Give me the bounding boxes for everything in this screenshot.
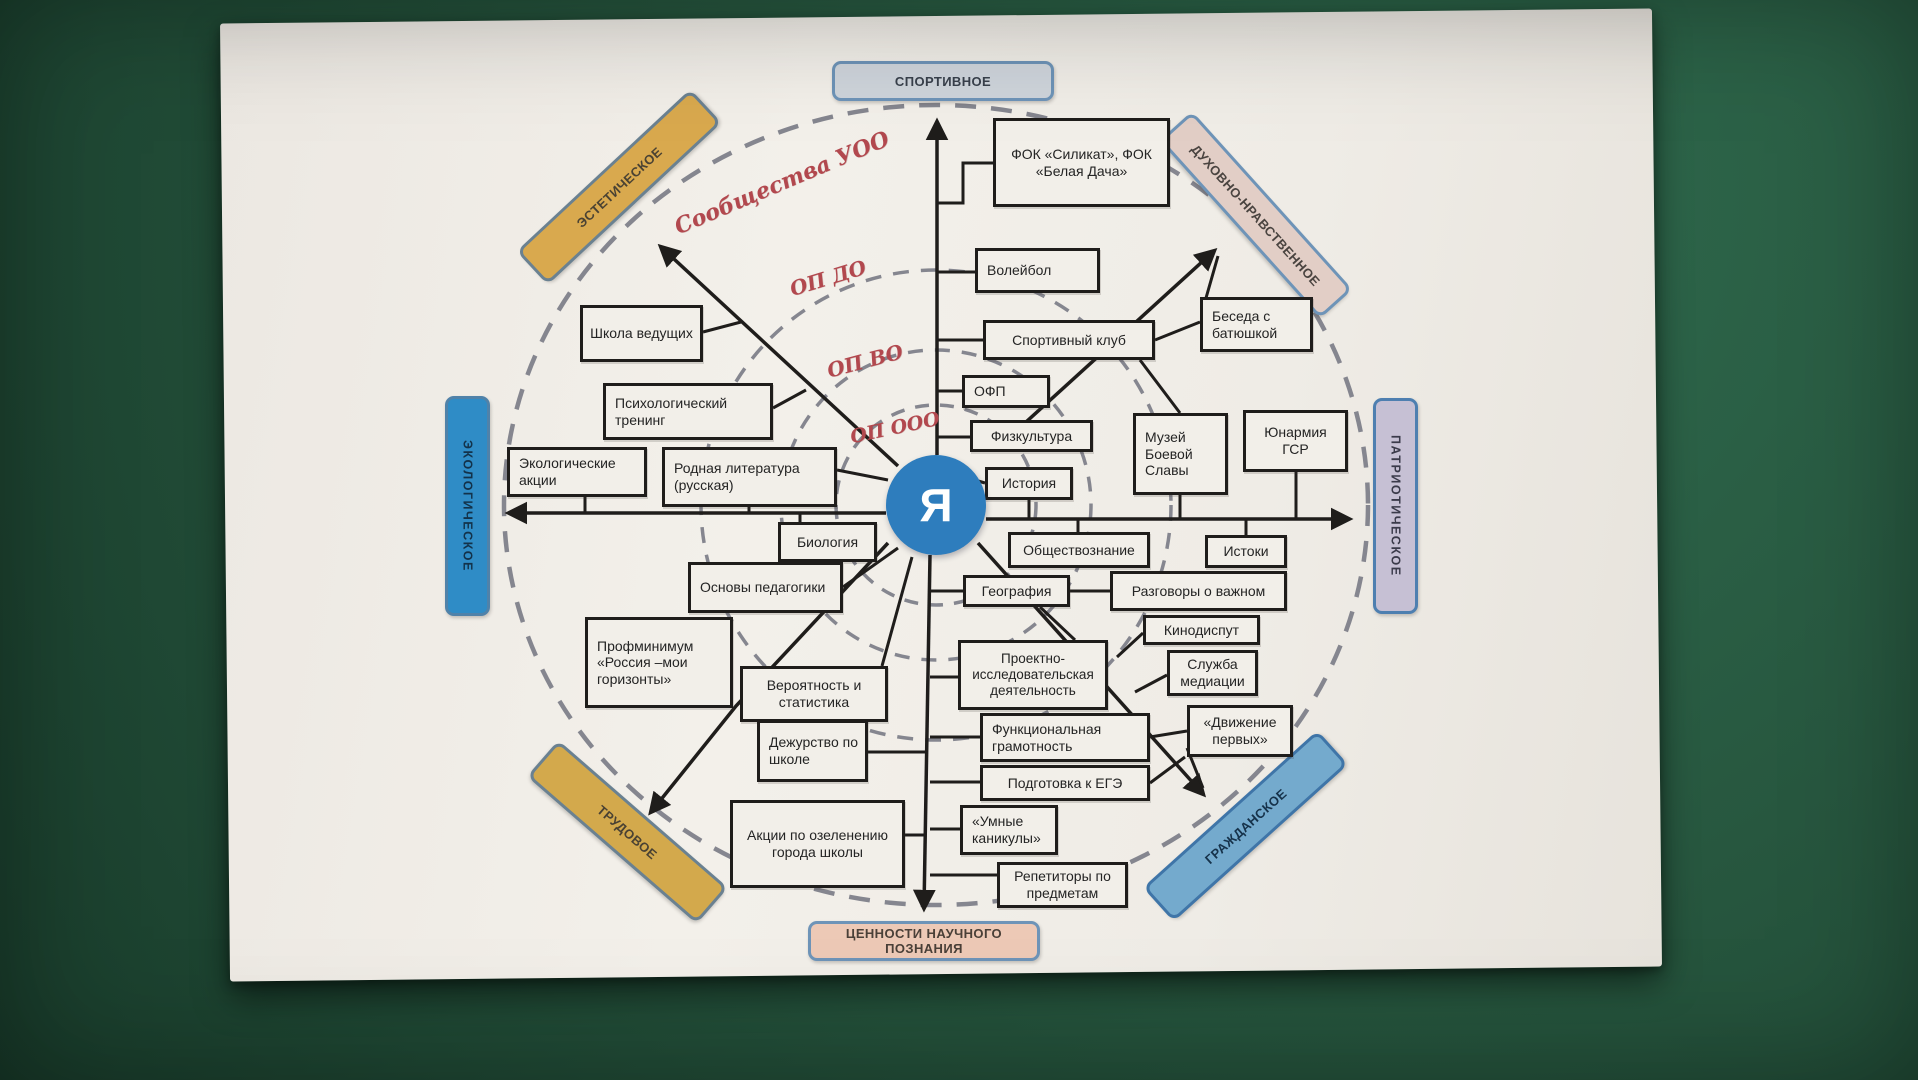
node-proektno-issledovatelskaya: Проектно-исследовательская деятельность [958, 640, 1108, 710]
direction-patrioticheskoe: ПАТРИОТИЧЕСКОЕ [1373, 398, 1418, 614]
direction-sportivnoe: СПОРТИВНОЕ [832, 61, 1054, 101]
node-sportivny-klub: Спортивный клуб [983, 320, 1155, 360]
node-fizkultura: Физкультура [970, 420, 1093, 452]
direction-ekologicheskoe: ЭКОЛОГИЧЕСКОЕ [445, 396, 490, 616]
node-podgotovka-k-ege: Подготовка к ЕГЭ [980, 765, 1150, 801]
node-yunarmiya-gsr: Юнармия ГСР [1243, 410, 1348, 472]
direction-tsennosti-nauchnogo-poznaniya: ЦЕННОСТИ НАУЧНОГО ПОЗНАНИЯ [808, 921, 1040, 961]
node-dezhurstvo-po-shkole: Дежурство по школе [757, 720, 868, 782]
node-veroyatnost-i-statistika: Вероятность и статистика [740, 666, 888, 722]
node-kinodisput: Кинодиспут [1143, 615, 1260, 645]
node-profminimum: Профминимум «Россия –мои горизонты» [585, 617, 733, 708]
node-ofp: ОФП [962, 375, 1050, 408]
node-istoriya: История [985, 467, 1073, 500]
node-osnovy-pedagogiki: Основы педагогики [688, 562, 843, 613]
node-beseda-s-batyushkoy: Беседа с батюшкой [1200, 297, 1313, 352]
node-fok-silikat-belaya-dacha: ФОК «Силикат», ФОК «Белая Дача» [993, 118, 1170, 207]
node-repetitory-po-predmetam: Репетиторы по предметам [997, 862, 1128, 908]
node-istoki: Истоки [1205, 535, 1287, 568]
node-dvizhenie-pervykh: «Движение первых» [1187, 705, 1293, 757]
node-shkola-vedushchikh: Школа ведущих [580, 305, 703, 362]
node-umnye-kanikuly: «Умные каникулы» [960, 805, 1058, 855]
node-voleybol: Волейбол [975, 248, 1100, 293]
node-funktsionalnaya-gramotnost: Функциональная грамотность [980, 713, 1150, 762]
node-psikhologicheskiy-trening: Психологический тренинг [603, 383, 773, 440]
node-aktsii-po-ozeleneniyu: Акции по озеленению города школы [730, 800, 905, 888]
node-sluzhba-mediatsii: Служба медиации [1167, 650, 1258, 696]
node-geografiya: География [963, 575, 1070, 607]
node-biologiya: Биология [778, 522, 877, 562]
node-ekologicheskie-aktsii: Экологические акции [507, 447, 647, 497]
node-rodnaya-literatura: Родная литература (русская) [662, 447, 837, 507]
node-razgovory-o-vazhnom: Разговоры о важном [1110, 571, 1287, 611]
node-obshchestvoznanie: Обществознание [1008, 532, 1150, 568]
center-self-circle: Я [886, 455, 986, 555]
node-muzey-boevoy-slavy: Музей Боевой Славы [1133, 413, 1228, 495]
